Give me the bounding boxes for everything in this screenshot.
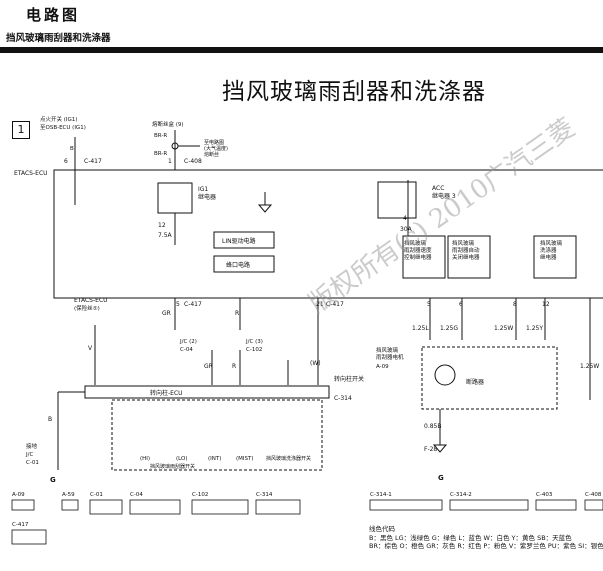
relay-3-label: 挡风玻璃 xyxy=(540,239,563,247)
motor-label-2: 雨刮器电机 xyxy=(376,353,404,361)
conn-c102-label: C-102 xyxy=(192,492,208,498)
pin-6-label: 6 xyxy=(64,158,68,165)
acc-relay-label: ACC xyxy=(432,185,444,192)
pin-8-right-label: 8 xyxy=(513,301,517,308)
switch-lo-label: (LO) xyxy=(176,456,188,462)
conn-c417b-label: C-417 xyxy=(184,301,202,308)
pin-21-label: 21 xyxy=(316,301,324,308)
motor-label: 挡风玻璃 xyxy=(376,346,399,354)
conn-c01-label: C-01 xyxy=(90,492,103,498)
ig1-osb-label: 至OSB-ECU (IG1) xyxy=(40,124,86,131)
switch-int-label: (INT) xyxy=(208,456,221,462)
switch-mist-label: (MIST) xyxy=(236,456,254,462)
wire-085b-label: 0.85B xyxy=(424,423,441,430)
column-conn-label: C-314 xyxy=(334,395,352,402)
timer-circuit-label: 蜂口电路 xyxy=(226,261,250,269)
ground-left-label: G xyxy=(50,476,56,484)
color-legend-line-1: B：黑色 LG：浅绿色 G：绿色 L：蓝色 W：白色 Y：黄色 SB：天蓝色 xyxy=(369,534,572,542)
pin-5-c417-label: 5 xyxy=(176,301,180,308)
conn-c417-b-label: C-417 xyxy=(12,522,29,528)
conn-c417c-label: C-417 xyxy=(326,301,344,308)
relay-1-label-2: 雨刮器速度 xyxy=(404,246,432,254)
relay-3-label-2: 洗涤器 xyxy=(540,246,557,254)
fuse-box-label: 熔断丝盒 (9) xyxy=(152,120,184,128)
pin-1-label: 1 xyxy=(168,158,172,165)
switch-hi-label: (HI) xyxy=(140,456,150,462)
wire-brr2-label: BR-R xyxy=(154,151,167,157)
wire-brr-label: BR-R xyxy=(154,133,167,139)
wire-125y-label: 1.25Y xyxy=(526,325,543,332)
jc-left-label: 接地 xyxy=(26,442,38,450)
column-ecu-label: 转向柱-ECU xyxy=(150,389,183,397)
jc3-label: J/C (3) xyxy=(245,339,263,345)
ig1-label: 点火开关 (IG1) xyxy=(40,115,77,123)
ground-right-label: G xyxy=(438,474,444,482)
pin-4-label: 4 xyxy=(403,215,407,222)
conn-c408-label: C-408 xyxy=(184,158,202,165)
wire-125w-b-label: 1.25W xyxy=(580,363,599,370)
wire-gr-label: GR xyxy=(162,310,171,317)
column-switch-label: 转向柱开关 xyxy=(334,375,364,383)
header-title: 电路图 xyxy=(26,6,81,24)
motor-conn-label: A-09 xyxy=(376,364,389,370)
wire-125g-label: 1.25G xyxy=(440,325,458,332)
wire-125w-label: 1.25W xyxy=(494,325,513,332)
header-bar xyxy=(0,47,603,53)
ground-conn-label: F-28 xyxy=(424,446,437,453)
fuse-30a-label: 30A xyxy=(400,226,413,233)
wire-b-label: B xyxy=(70,146,74,152)
conn-c3141-label: C-314-1 xyxy=(370,492,392,498)
relay-1-label-3: 控制继电器 xyxy=(404,253,432,261)
wire-r-label: R xyxy=(235,310,239,317)
jc2-conn-label: C-04 xyxy=(180,347,193,353)
conn-c408-b-label: C-408 xyxy=(585,492,602,498)
washer-switch-label: 挡风玻璃洗涤器开关 xyxy=(266,455,311,462)
relay-2-label-3: 关闭继电器 xyxy=(452,253,480,261)
wire-r2-label: R xyxy=(232,363,236,370)
pin-12-right-label: 12 xyxy=(542,301,550,308)
jc2-label: J/C (2) xyxy=(179,339,197,345)
lin-circuit-label: LIN驱动电路 xyxy=(222,237,256,245)
fuse-amp-label: 7.5A xyxy=(158,232,173,239)
conn-c403-label: C-403 xyxy=(536,492,553,498)
conn-c3142-label: C-314-2 xyxy=(450,492,472,498)
acc-relay-label-2: 继电器 3 xyxy=(432,192,456,200)
conn-c314-label: C-314 xyxy=(256,492,273,498)
color-legend-title: 线色代码 xyxy=(369,525,395,533)
to-other-label-2: (大气温度) xyxy=(204,145,228,152)
wire-b2-label: B xyxy=(48,416,52,423)
etacs-ecu-label: ETACS-ECU xyxy=(14,170,48,177)
color-legend-line-2: BR：棕色 O：橙色 GR：灰色 R：红色 P：粉色 V：紫罗兰色 PU：紫色 … xyxy=(369,542,603,550)
relay-2-label: 挡风玻璃 xyxy=(452,239,475,247)
conn-c417-label: C-417 xyxy=(84,158,102,165)
pin-6-right-label: 6 xyxy=(459,301,463,308)
wire-w-label: (W) xyxy=(310,360,321,367)
to-other-label-3: 熔断丝 xyxy=(204,151,219,158)
pin-5-right-label: 5 xyxy=(427,301,431,308)
page-number: 1 xyxy=(12,121,30,139)
wire-v-label: V xyxy=(88,345,93,352)
etacs-ecu2-label: ETACS-ECU xyxy=(74,297,108,304)
conn-a09-label: A-09 xyxy=(12,492,25,498)
conn-c04-label: C-04 xyxy=(130,492,143,498)
header-subtitle: 挡风玻璃雨刮器和洗涤器 xyxy=(6,33,111,44)
fuse-pin-label: 12 xyxy=(158,222,166,229)
wiper-switch-label: 挡风玻璃雨刮器开关 xyxy=(150,463,195,470)
etacs-ecu2-sub-label: (保险丝⑤) xyxy=(74,304,100,312)
ig1-relay-label: IG1 xyxy=(198,186,208,193)
wire-125l-label: 1.25L xyxy=(412,325,429,332)
relay-1-label: 挡风玻璃 xyxy=(404,239,427,247)
jc3-conn-label: C-102 xyxy=(246,347,262,353)
page-title: 挡风玻璃雨刮器和洗涤器 xyxy=(222,79,486,105)
relay-3-label-3: 继电器 xyxy=(540,253,557,261)
jc-left-conn-label: C-01 xyxy=(26,460,39,466)
relay-2-label-2: 雨刮器自动 xyxy=(452,246,480,254)
breaker-label: 断路器 xyxy=(466,378,484,386)
to-other-label: 至电路图 xyxy=(204,139,224,146)
wire-gr2-label: GR xyxy=(204,363,213,370)
jc-left-label-2: J/C xyxy=(25,452,33,458)
conn-a59-label: A-59 xyxy=(62,492,75,498)
ig1-relay-label-2: 继电器 xyxy=(198,193,216,201)
